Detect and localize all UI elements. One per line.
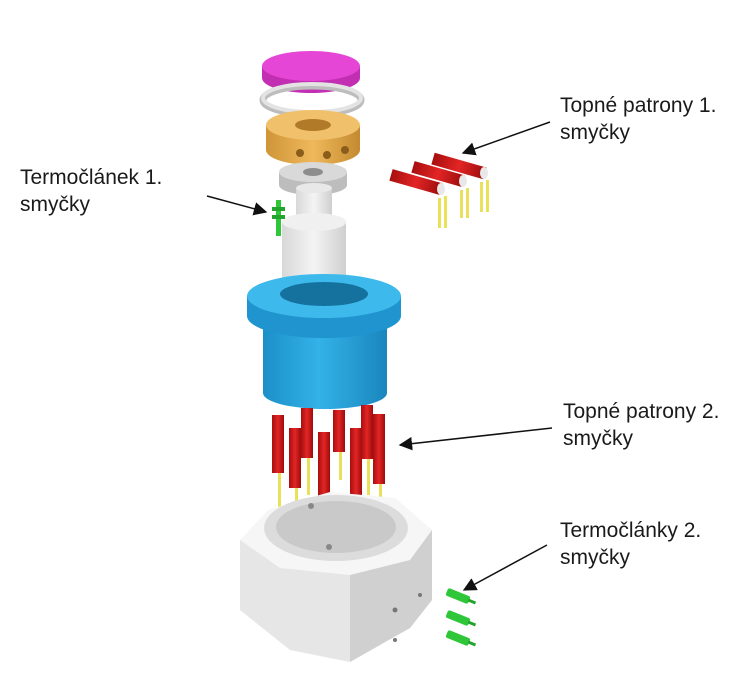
thermocouple: [445, 610, 477, 627]
cartridge: [272, 415, 284, 510]
cartridge: [431, 152, 489, 212]
cartridge: [411, 161, 469, 218]
arrow-heater-cartridges-loop-2: [398, 427, 553, 451]
arrow-thermocouple-loop-1: [206, 195, 268, 216]
thermocouple: [445, 630, 477, 647]
cartridge: [301, 408, 313, 495]
base-block: [240, 492, 432, 662]
arrow-thermocouples-loop-2: [462, 544, 548, 591]
label-thermocouples-loop-2: Termočlánky 2. smyčky: [560, 519, 702, 569]
cartridge: [333, 410, 345, 480]
cartridge: [389, 169, 447, 228]
label-heater-cartridges-loop-1: Topné patrony 1. smyčky: [560, 94, 717, 144]
cartridge: [361, 405, 373, 495]
thermocouple-loop-1: [272, 200, 285, 236]
thermocouples-loop-2: [445, 588, 477, 647]
upper-heater-ring: [266, 110, 360, 165]
label-thermocouple-loop-1: Termočlánek 1. smyčky: [20, 166, 163, 216]
heater-cartridges-loop-1: [389, 152, 489, 228]
arrow-heater-cartridges-loop-1: [461, 121, 551, 156]
blue-housing: [247, 274, 401, 409]
gasket-ring: [259, 82, 365, 118]
label-heater-cartridges-loop-2: Topné patrony 2. smyčky: [563, 400, 720, 450]
thermocouple: [445, 588, 477, 605]
